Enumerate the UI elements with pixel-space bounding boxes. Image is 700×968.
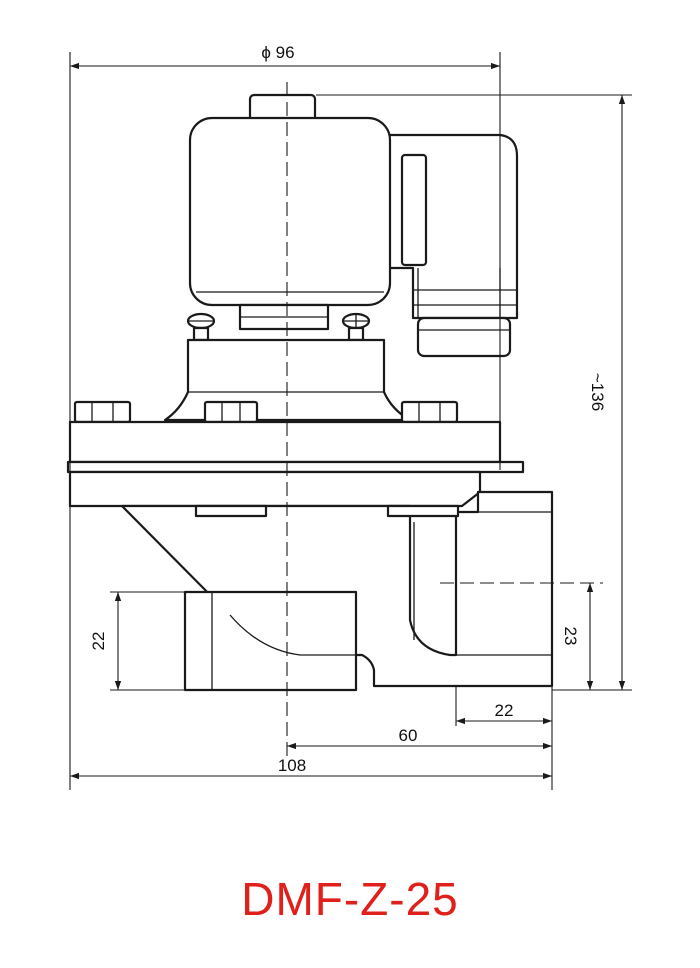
- model-title: DMF-Z-25: [241, 873, 459, 925]
- dim-outlet-width: 22: [495, 701, 514, 720]
- bolt-center: [203, 400, 259, 424]
- solenoid-coil: [188, 116, 392, 307]
- diaphragm-lip: [66, 460, 525, 474]
- cover-screw-right: [341, 312, 371, 342]
- valve-drawing: [66, 93, 554, 692]
- dim-inlet-right: 23: [561, 627, 580, 646]
- flange-plate: [68, 420, 502, 464]
- inlet-port: [183, 590, 358, 692]
- bolt-left: [73, 400, 132, 424]
- dim-center-to-outlet: 60: [399, 726, 418, 745]
- dimension-lines: [70, 62, 626, 780]
- connector-gland: [416, 316, 512, 358]
- extension-lines: [69, 52, 632, 790]
- centerlines: [286, 82, 603, 760]
- dim-inlet-left: 22: [89, 632, 108, 651]
- bolt-right: [400, 400, 459, 424]
- cover-screw-left: [186, 312, 216, 342]
- lower-body: [68, 470, 482, 508]
- dim-top-diameter: ϕ 96: [261, 43, 294, 62]
- dim-height: ~136: [588, 373, 607, 411]
- dim-overall-width: 108: [278, 756, 306, 775]
